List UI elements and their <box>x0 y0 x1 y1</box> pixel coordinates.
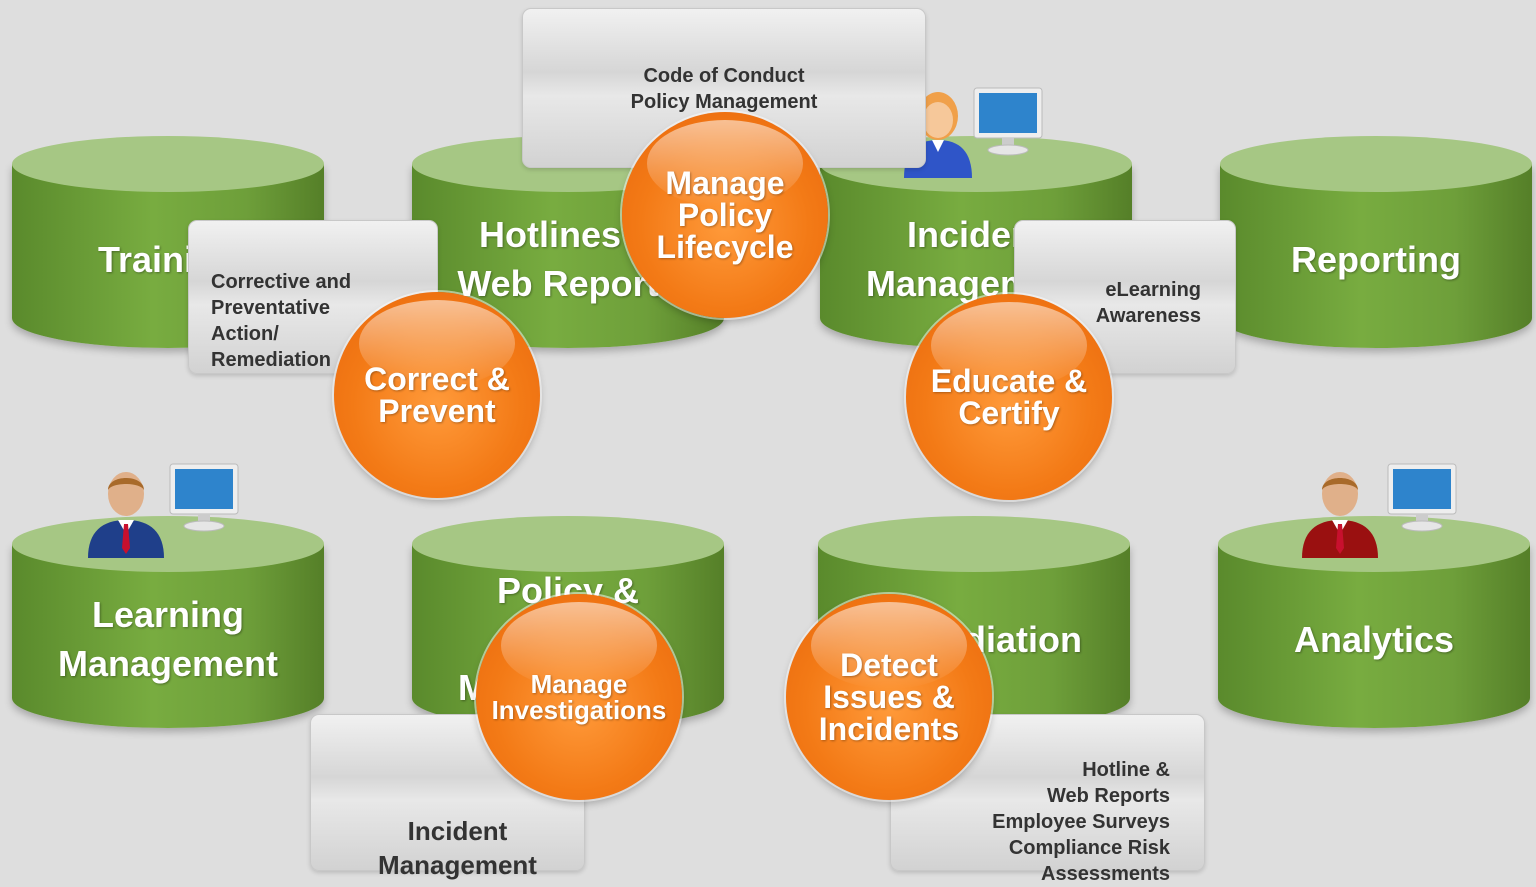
circle-detect-issues: Detect Issues & Incidents <box>786 594 992 800</box>
circle-label: Manage Policy Lifecycle <box>656 165 794 265</box>
computer-monitor-icon <box>169 463 239 532</box>
circle-correct-prevent: Correct & Prevent <box>334 292 540 498</box>
computer-monitor-icon <box>1387 463 1457 532</box>
card-text: Incident Management <box>378 815 537 880</box>
card-elearning: eLearning Awareness <box>1014 220 1236 374</box>
cylinder-learning: Learning Management <box>12 516 324 728</box>
circle-manage-investigations: Manage Investigations <box>476 594 682 800</box>
circle-label: Manage Investigations <box>491 669 667 725</box>
circle-label: Correct & Prevent <box>364 361 510 429</box>
circle-educate-certify: Educate & Certify <box>906 294 1112 500</box>
card-corrective: Corrective and Preventative Action/ Reme… <box>188 220 438 374</box>
circle-manage-policy-lifecycle: Manage Policy Lifecycle <box>622 112 828 318</box>
man-user-icon <box>88 472 164 558</box>
computer-monitor-icon <box>973 87 1043 156</box>
card-text: Hotline & Web Reports Employee Surveys C… <box>992 759 1170 885</box>
card-text: Corrective and Preventative Action/ Reme… <box>211 271 352 371</box>
cylinder-label: Reporting <box>1291 238 1461 280</box>
cylinder-label: Analytics <box>1293 618 1455 660</box>
man-red-suit-user-icon <box>1302 472 1378 558</box>
cylinder-analytics: Analytics <box>1218 516 1530 728</box>
cylinder-label: Learning Management <box>57 594 279 684</box>
card-text: Code of Conduct Policy Management <box>630 65 818 113</box>
circle-label: Educate & Certify <box>930 363 1088 431</box>
circle-label: Detect Issues & Incidents <box>818 647 960 747</box>
cylinder-reporting: Reporting <box>1220 136 1532 348</box>
card-text: eLearning Awareness <box>1095 279 1201 327</box>
